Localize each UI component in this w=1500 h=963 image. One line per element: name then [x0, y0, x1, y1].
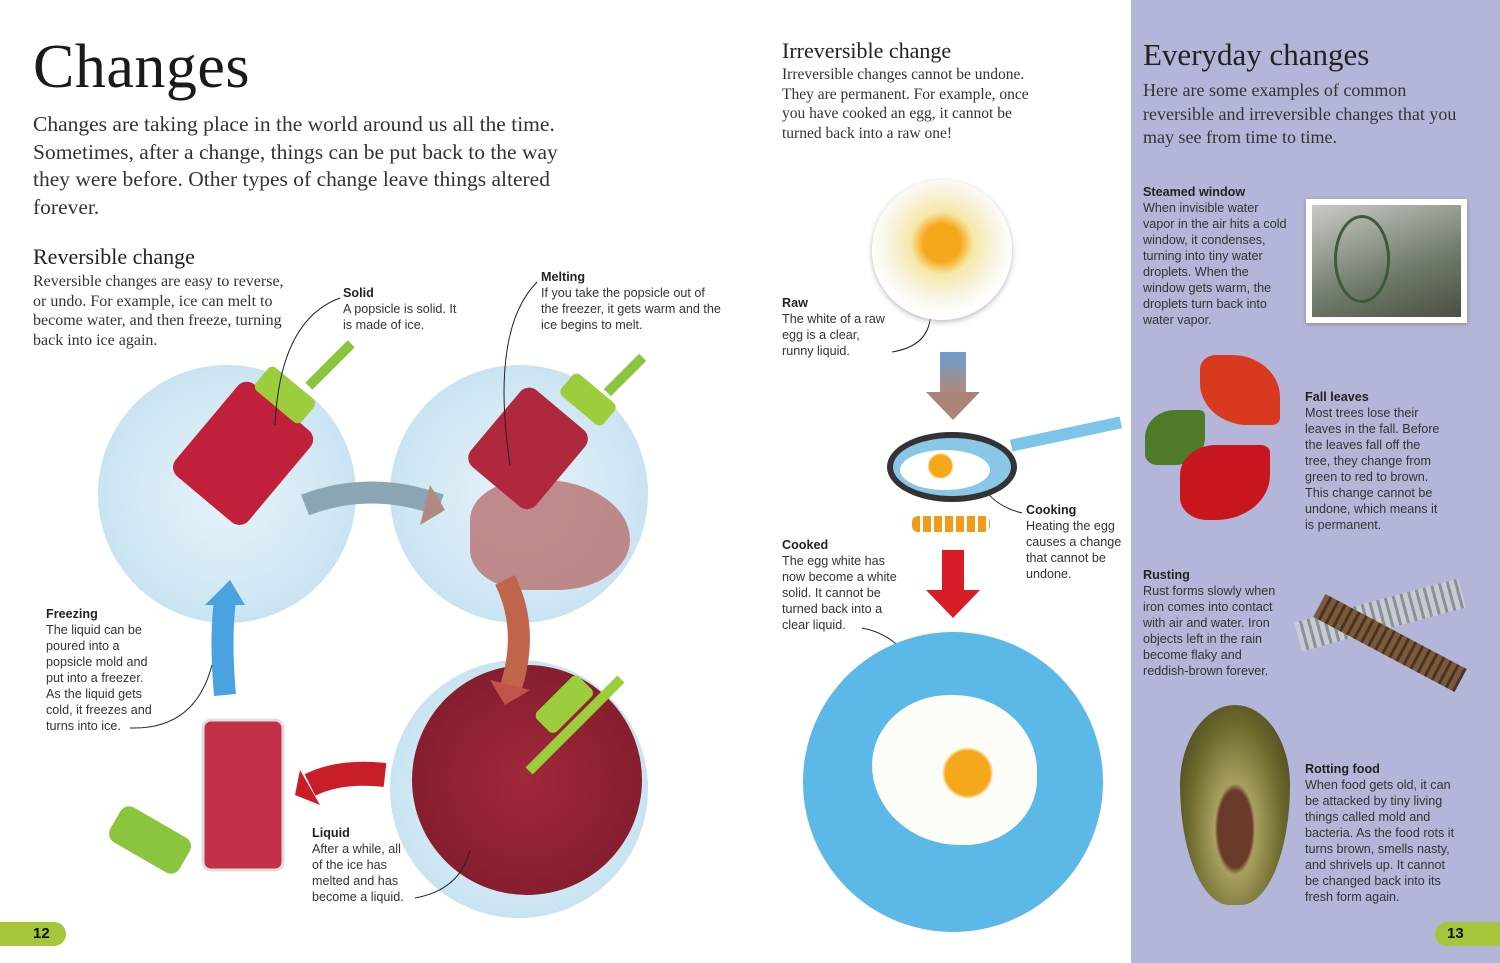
arrow-down-1 [940, 352, 966, 392]
everyday-intro: Here are some examples of common reversi… [1143, 80, 1457, 147]
arrow-liquid [495, 575, 530, 694]
everyday-heading: Everyday changes [1143, 37, 1370, 72]
arrow-freeze [211, 598, 236, 696]
arrow-head-1 [926, 392, 980, 420]
arrow-down-2 [942, 550, 964, 590]
reversible-heading: Reversible change [33, 244, 195, 269]
melt-puddle [470, 480, 630, 590]
irreversible-text: Irreversible changes cannot be undone. T… [782, 66, 1029, 142]
rotting-avocado [1180, 705, 1290, 905]
irreversible-heading: Irreversible change [782, 38, 952, 63]
stick-in-liquid [525, 675, 625, 775]
reversible-text: Reversible changes are easy to reverse, … [33, 273, 284, 349]
arrow-melt [301, 481, 444, 516]
fried-egg [872, 695, 1037, 845]
popsicle-solid [173, 340, 355, 525]
page-number-left: 12 [0, 922, 66, 946]
arrow-head-2 [926, 590, 980, 618]
steamed-window-photo [1306, 199, 1467, 323]
popsicle-mold [109, 718, 285, 874]
intro-text: Changes are taking place in the world ar… [33, 112, 558, 219]
fall-leaves-image [1145, 355, 1295, 520]
page-title: Changes [33, 33, 251, 101]
egg-in-pan [900, 450, 990, 490]
popsicle-illustrations [109, 281, 1023, 899]
arrow-pour [304, 761, 387, 796]
raw-egg-bowl [872, 180, 1012, 320]
page-number-right: 13 [1435, 922, 1500, 946]
flame-icon [912, 516, 990, 532]
popsicle-melting [468, 353, 647, 510]
